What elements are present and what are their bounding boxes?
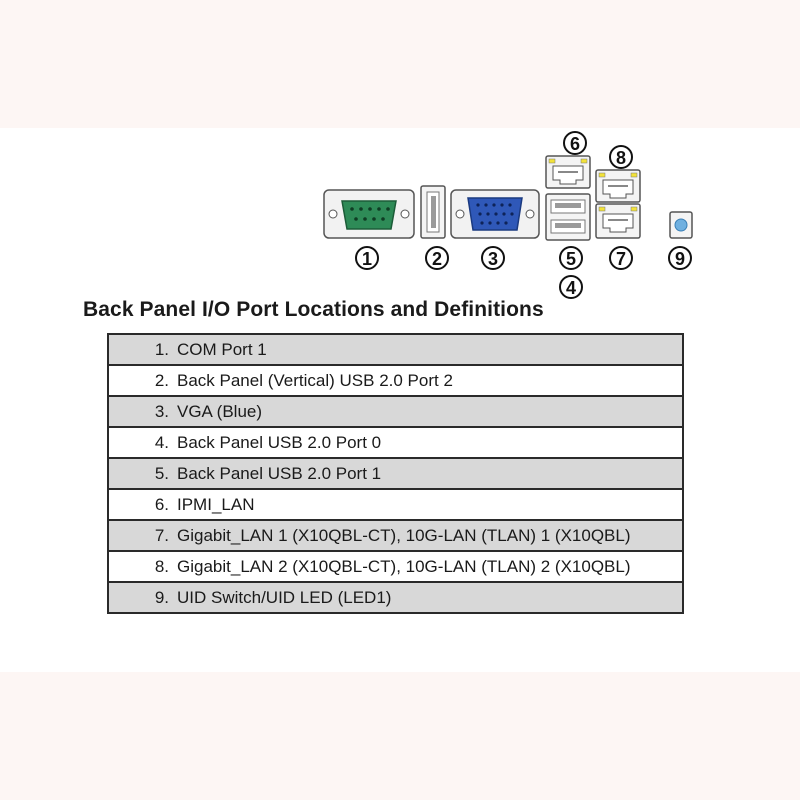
back-panel-diagram: 1 2 3 4 5 6 7 8 9 bbox=[323, 131, 693, 299]
callout-4-label: 4 bbox=[566, 278, 576, 298]
port-number: 7. bbox=[107, 519, 177, 552]
port-number: 3. bbox=[107, 395, 177, 428]
uid-switch-button bbox=[669, 211, 693, 239]
port-number: 1. bbox=[107, 333, 177, 366]
callout-3: 3 bbox=[481, 246, 505, 270]
port-label: IPMI_LAN bbox=[177, 488, 684, 521]
table-row: 4. Back Panel USB 2.0 Port 0 bbox=[107, 426, 684, 459]
ipmi-lan-port bbox=[545, 155, 591, 189]
callout-7: 7 bbox=[609, 246, 633, 270]
lan1-port bbox=[595, 203, 641, 239]
table-row: 8. Gigabit_LAN 2 (X10QBL-CT), 10G-LAN (T… bbox=[107, 550, 684, 583]
port-label: VGA (Blue) bbox=[177, 395, 684, 428]
callout-9-label: 9 bbox=[675, 249, 685, 269]
table-row: 6. IPMI_LAN bbox=[107, 488, 684, 521]
callout-9: 9 bbox=[668, 246, 692, 270]
port-label: COM Port 1 bbox=[177, 333, 684, 366]
table-row: 5. Back Panel USB 2.0 Port 1 bbox=[107, 457, 684, 490]
page-title: Back Panel I/O Port Locations and Defini… bbox=[83, 298, 544, 321]
callout-5: 5 bbox=[559, 246, 583, 270]
port-number: 2. bbox=[107, 364, 177, 397]
vertical-usb-port bbox=[420, 185, 446, 239]
port-number: 8. bbox=[107, 550, 177, 583]
callout-5-label: 5 bbox=[566, 249, 576, 269]
port-label: UID Switch/UID LED (LED1) bbox=[177, 581, 684, 614]
port-label: Gigabit_LAN 1 (X10QBL-CT), 10G-LAN (TLAN… bbox=[177, 519, 684, 552]
port-number: 9. bbox=[107, 581, 177, 614]
port-number: 4. bbox=[107, 426, 177, 459]
table-row: 2. Back Panel (Vertical) USB 2.0 Port 2 bbox=[107, 364, 684, 397]
com-port-connector bbox=[323, 189, 415, 239]
lan2-port bbox=[595, 169, 641, 203]
port-label: Back Panel (Vertical) USB 2.0 Port 2 bbox=[177, 364, 684, 397]
stacked-usb-ports bbox=[545, 193, 591, 241]
port-number: 5. bbox=[107, 457, 177, 490]
callout-3-label: 3 bbox=[488, 249, 498, 269]
port-label: Gigabit_LAN 2 (X10QBL-CT), 10G-LAN (TLAN… bbox=[177, 550, 684, 583]
callout-6: 6 bbox=[563, 131, 587, 155]
callout-2-label: 2 bbox=[432, 249, 442, 269]
table-row: 9. UID Switch/UID LED (LED1) bbox=[107, 581, 684, 614]
table-row: 7. Gigabit_LAN 1 (X10QBL-CT), 10G-LAN (T… bbox=[107, 519, 684, 552]
top-margin-band bbox=[0, 0, 800, 128]
callout-2: 2 bbox=[425, 246, 449, 270]
callout-7-label: 7 bbox=[616, 249, 626, 269]
table-row: 1. COM Port 1 bbox=[107, 333, 684, 366]
callout-8: 8 bbox=[609, 145, 633, 169]
callout-6-label: 6 bbox=[570, 134, 580, 154]
bottom-margin-band bbox=[0, 672, 800, 800]
port-label: Back Panel USB 2.0 Port 0 bbox=[177, 426, 684, 459]
vga-port-connector bbox=[450, 189, 540, 239]
callout-1: 1 bbox=[355, 246, 379, 270]
port-definitions-table: 1. COM Port 1 2. Back Panel (Vertical) U… bbox=[107, 333, 684, 614]
port-number: 6. bbox=[107, 488, 177, 521]
callout-8-label: 8 bbox=[616, 148, 626, 168]
port-label: Back Panel USB 2.0 Port 1 bbox=[177, 457, 684, 490]
callout-4: 4 bbox=[559, 275, 583, 299]
table-row: 3. VGA (Blue) bbox=[107, 395, 684, 428]
callout-1-label: 1 bbox=[362, 249, 372, 269]
